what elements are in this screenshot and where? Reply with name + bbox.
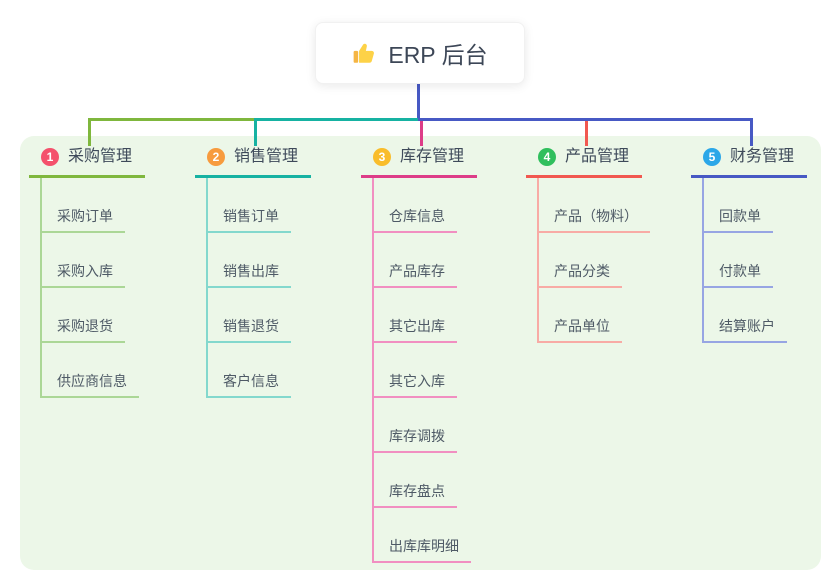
child-row: 库存调拨 [372,398,477,453]
child-node[interactable]: 销售出库 [206,233,291,288]
root-node[interactable]: ERP 后台 [315,22,525,84]
child-row: 产品（物料） [537,178,650,233]
child-node[interactable]: 产品单位 [537,288,622,343]
branch-number-badge: 3 [373,148,391,166]
child-node[interactable]: 仓库信息 [372,178,457,233]
child-node[interactable]: 产品分类 [537,233,622,288]
child-node[interactable]: 产品库存 [372,233,457,288]
child-node[interactable]: 出库库明细 [372,508,471,563]
child-row: 回款单 [702,178,807,233]
branch: 1 采购管理 采购订单 采购入库 采购退货 供应商信息 [29,145,145,398]
branch-number-badge: 1 [41,148,59,166]
child-row: 库存盘点 [372,453,477,508]
child-row: 出库库明细 [372,508,477,563]
child-row: 付款单 [702,233,807,288]
child-row: 结算账户 [702,288,807,343]
branch-title-node[interactable]: 5 财务管理 [691,145,807,178]
child-node[interactable]: 采购退货 [40,288,125,343]
child-node[interactable]: 库存调拨 [372,398,457,453]
child-row: 销售订单 [206,178,311,233]
connector-bus-segment [418,118,753,121]
child-node[interactable]: 付款单 [702,233,773,288]
background-panel [20,136,821,570]
branch: 5 财务管理 回款单 付款单 结算账户 [691,145,807,343]
root-title: ERP 后台 [388,42,488,68]
connector-bus-segment [254,118,420,121]
root-stem-line [417,82,420,120]
branch-children: 销售订单 销售出库 销售退货 客户信息 [206,178,311,398]
connector-drop-line [750,118,753,146]
child-row: 其它出库 [372,288,477,343]
child-row: 采购退货 [40,288,145,343]
child-row: 采购订单 [40,178,145,233]
child-node[interactable]: 客户信息 [206,343,291,398]
branch-children: 仓库信息 产品库存 其它出库 其它入库 库存调拨 库存盘点 出库库明细 [372,178,477,563]
branch-title-node[interactable]: 4 产品管理 [526,145,642,178]
branch-number-badge: 2 [207,148,225,166]
branch-label: 销售管理 [234,148,299,165]
branch-children: 回款单 付款单 结算账户 [702,178,807,343]
branch-title-node[interactable]: 3 库存管理 [361,145,477,178]
child-node[interactable]: 库存盘点 [372,453,457,508]
child-row: 销售退货 [206,288,311,343]
child-node[interactable]: 产品（物料） [537,178,650,233]
child-row: 销售出库 [206,233,311,288]
thumbs-up-icon [352,40,378,66]
branch-children: 产品（物料） 产品分类 产品单位 [537,178,650,343]
child-row: 产品分类 [537,233,650,288]
branch-children: 采购订单 采购入库 采购退货 供应商信息 [40,178,145,398]
connector-drop-line [254,118,257,146]
child-node[interactable]: 采购订单 [40,178,125,233]
child-row: 产品库存 [372,233,477,288]
connector-bus-segment [88,118,254,121]
branch-label: 库存管理 [400,148,465,165]
child-node[interactable]: 其它入库 [372,343,457,398]
branch-label: 产品管理 [565,148,630,165]
branch-title-node[interactable]: 1 采购管理 [29,145,145,178]
branch-number-badge: 4 [538,148,556,166]
connector-drop-line [585,118,588,146]
child-node[interactable]: 回款单 [702,178,773,233]
child-node[interactable]: 结算账户 [702,288,787,343]
child-row: 仓库信息 [372,178,477,233]
child-node[interactable]: 销售退货 [206,288,291,343]
branch-label: 财务管理 [730,148,795,165]
child-node[interactable]: 其它出库 [372,288,457,343]
branch-number-badge: 5 [703,148,721,166]
child-row: 其它入库 [372,343,477,398]
branch: 2 销售管理 销售订单 销售出库 销售退货 客户信息 [195,145,311,398]
child-node[interactable]: 采购入库 [40,233,125,288]
connector-drop-line [420,118,423,146]
child-row: 供应商信息 [40,343,145,398]
child-node[interactable]: 销售订单 [206,178,291,233]
branch: 3 库存管理 仓库信息 产品库存 其它出库 其它入库 库存调拨 库存盘点 出库库… [361,145,477,563]
child-row: 采购入库 [40,233,145,288]
connector-drop-line [88,118,91,146]
branch: 4 产品管理 产品（物料） 产品分类 产品单位 [526,145,650,343]
branch-label: 采购管理 [68,148,133,165]
child-row: 产品单位 [537,288,650,343]
child-node[interactable]: 供应商信息 [40,343,139,398]
child-row: 客户信息 [206,343,311,398]
branch-title-node[interactable]: 2 销售管理 [195,145,311,178]
